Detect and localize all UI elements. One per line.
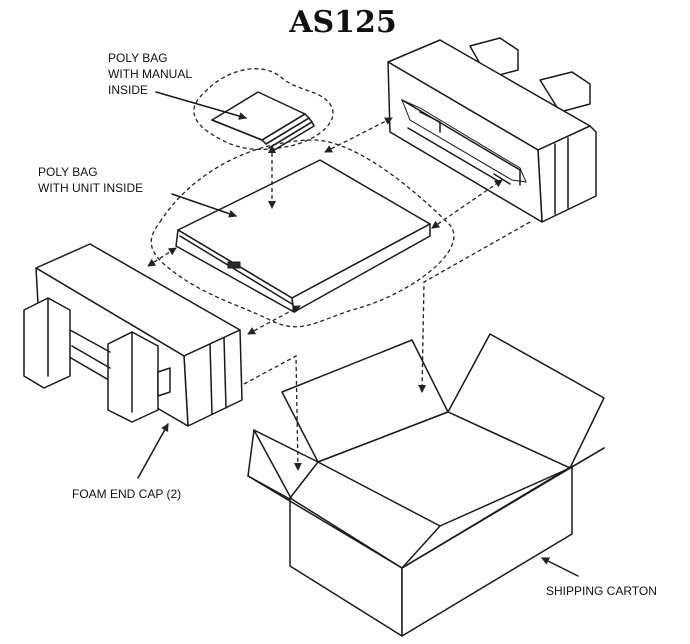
manual-icon — [211, 91, 315, 153]
label-manual-bag: POLY BAG WITH MANUAL INSIDE — [108, 51, 247, 120]
svg-text:FOAM END CAP (2): FOAM END CAP (2) — [72, 487, 181, 501]
assembly-arrows — [147, 117, 531, 471]
svg-text:WITH UNIT INSIDE: WITH UNIT INSIDE — [38, 181, 143, 195]
foam-end-cap-right — [387, 37, 597, 223]
label-end-cap: FOAM END CAP (2) — [72, 423, 181, 501]
leader-unit-bag — [171, 193, 237, 218]
svg-text:POLY BAG: POLY BAG — [108, 51, 168, 65]
unit-poly-bag — [150, 139, 455, 328]
unit-bag-outline — [150, 139, 455, 328]
svg-text:WITH MANUAL: WITH MANUAL — [108, 67, 192, 81]
diagram-title: AS125 — [288, 5, 397, 40]
scale-unit — [175, 159, 431, 313]
leader-carton — [541, 557, 579, 577]
foam-end-cap-left — [23, 243, 243, 427]
manual-bag-outline — [193, 68, 334, 150]
shipping-carton — [247, 333, 605, 637]
svg-text:POLY BAG: POLY BAG — [38, 165, 98, 179]
leader-end-cap — [137, 423, 169, 479]
label-unit-bag: POLY BAG WITH UNIT INSIDE — [38, 165, 237, 218]
svg-text:SHIPPING CARTON: SHIPPING CARTON — [546, 584, 657, 598]
label-carton: SHIPPING CARTON — [541, 557, 657, 598]
svg-text:INSIDE: INSIDE — [108, 83, 148, 97]
leader-manual-bag — [155, 91, 247, 120]
carton-front-left — [289, 497, 403, 637]
manual-poly-bag — [193, 68, 334, 153]
